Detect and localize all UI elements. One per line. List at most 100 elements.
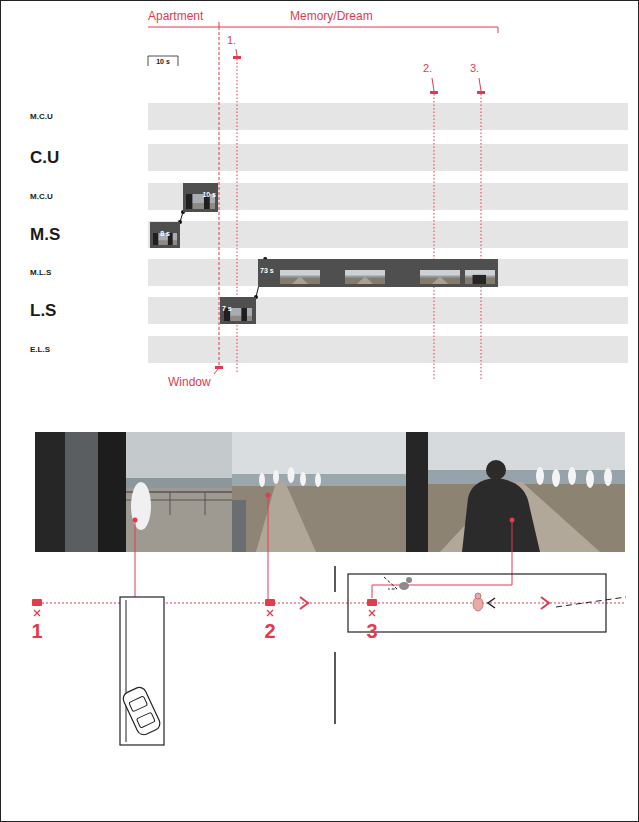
camera-cross <box>267 610 273 616</box>
still-figure <box>288 467 295 483</box>
shot-duration: 8 s <box>158 229 172 239</box>
direction-arrow <box>300 597 308 609</box>
thumb-boardwalk <box>357 277 373 284</box>
still-figure <box>552 469 560 487</box>
still-figure <box>315 473 321 487</box>
figure-head <box>406 577 412 583</box>
shot-band <box>148 259 628 286</box>
movement-arrow <box>488 598 495 608</box>
still-wall <box>406 432 428 552</box>
thumb-sky <box>280 270 320 284</box>
thumb-pillar <box>153 233 158 245</box>
section-label: Memory/Dream <box>290 10 373 24</box>
car-block <box>120 597 164 745</box>
sight-line <box>384 577 397 589</box>
time-line <box>481 94 482 380</box>
thumb-pillar <box>241 308 247 321</box>
shot-band <box>148 103 628 130</box>
camera-cross <box>34 610 40 616</box>
shot-duration: 73 s <box>258 266 276 276</box>
marker-number: 1. <box>227 34 236 47</box>
thumb-beach <box>280 277 320 284</box>
shot-size-label: M.C.U <box>30 112 53 121</box>
camera-body <box>265 599 275 606</box>
thumb-boardwalk <box>292 277 308 284</box>
still-sky <box>35 432 232 552</box>
figure-grey <box>399 577 412 590</box>
still-leader <box>135 520 136 600</box>
time-marker <box>430 91 438 94</box>
sight-line <box>556 597 626 607</box>
thumb-sky <box>345 270 385 284</box>
window-marker <box>215 366 223 369</box>
thumb-man <box>473 275 487 284</box>
still-figure <box>604 468 612 486</box>
still-leader <box>372 520 512 598</box>
marker-leader <box>214 369 218 374</box>
section-tick <box>219 22 220 27</box>
shot-duration: 10 s <box>200 190 218 200</box>
marker-leader <box>479 78 481 91</box>
thumb-pillar <box>186 194 192 209</box>
camera-number: 2 <box>264 620 275 643</box>
still-boardwalk <box>256 482 316 552</box>
camera-body <box>32 599 42 606</box>
still-figure <box>568 467 576 485</box>
section-line <box>148 27 498 28</box>
shot-band <box>148 336 628 363</box>
still-pillar <box>35 432 65 552</box>
leader-dot <box>133 518 138 523</box>
time-marker <box>477 91 485 94</box>
still-figure <box>259 473 265 487</box>
still-figure <box>300 472 306 486</box>
shot-size-label: C.U <box>30 148 59 168</box>
scale-label: 10 s <box>156 58 170 66</box>
marker-number: 3. <box>470 62 479 75</box>
section-label: Apartment <box>148 10 203 24</box>
shot-size-label: M.S <box>30 225 60 245</box>
shot-duration: 7 s <box>220 304 234 314</box>
thumb-sky <box>465 270 495 284</box>
car-window <box>129 696 148 712</box>
time-line <box>434 94 435 380</box>
still-sea <box>428 470 625 484</box>
shot-thumbnails <box>258 259 498 287</box>
camera-number: 3 <box>366 620 377 643</box>
shot-block: 10 s <box>183 183 218 212</box>
still-sky <box>428 432 625 552</box>
camera-marker <box>265 599 275 616</box>
shot-band <box>148 183 628 210</box>
camera-number: 1 <box>31 620 42 643</box>
still-man <box>462 478 540 552</box>
shot-thumbnail <box>465 270 495 284</box>
thumb-sky <box>420 270 460 284</box>
marker-leader <box>236 49 237 56</box>
wall <box>334 652 336 724</box>
boardwalk-plan <box>348 574 606 632</box>
event-label: Window <box>168 376 211 390</box>
section-tick <box>498 27 499 33</box>
figure-pink <box>473 593 483 611</box>
car-block-edge <box>126 600 127 742</box>
shot-size-label: M.L.S <box>30 268 51 277</box>
still-figure <box>536 467 544 485</box>
still-pillar <box>98 432 126 552</box>
scale-bracket <box>148 56 178 66</box>
shot-size-label: E.L.S <box>30 345 50 354</box>
still-leader <box>268 495 269 600</box>
figure-head <box>475 593 481 599</box>
still-sea <box>232 474 428 486</box>
still-figure <box>586 470 594 488</box>
shot-thumbnail <box>345 270 385 284</box>
shot-block: 7 s <box>220 297 256 324</box>
direction-arrow <box>541 597 549 609</box>
still-wall <box>65 432 98 552</box>
camera-cross <box>369 610 375 616</box>
camera-marker <box>367 599 377 616</box>
film-still <box>428 432 625 552</box>
thumb-beach <box>420 277 460 284</box>
film-still <box>35 432 232 552</box>
